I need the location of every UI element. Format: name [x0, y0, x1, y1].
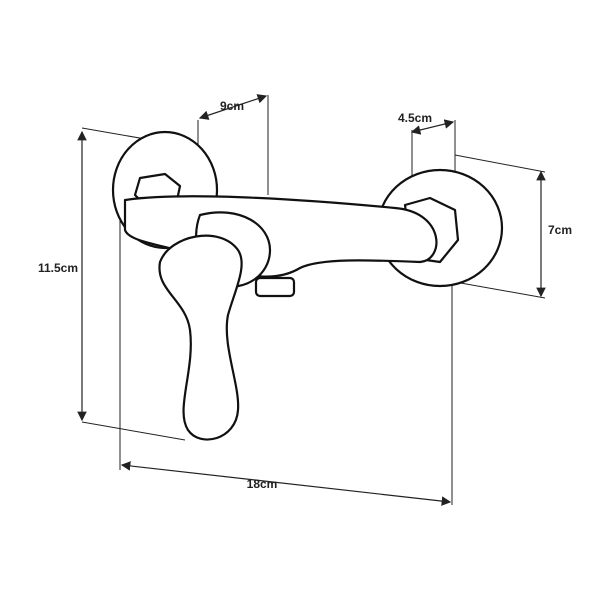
label-total-height: 11.5cm	[38, 261, 78, 275]
faucet-drawing	[111, 130, 504, 441]
label-flange-height: 7cm	[548, 223, 572, 237]
dimension-lines	[77, 94, 546, 506]
label-top-width: 9cm	[220, 99, 244, 113]
lever-handle	[158, 234, 243, 441]
outlet-connector	[254, 276, 296, 298]
label-connector-depth: 4.5cm	[398, 111, 432, 125]
label-total-width: 18cm	[247, 477, 278, 491]
